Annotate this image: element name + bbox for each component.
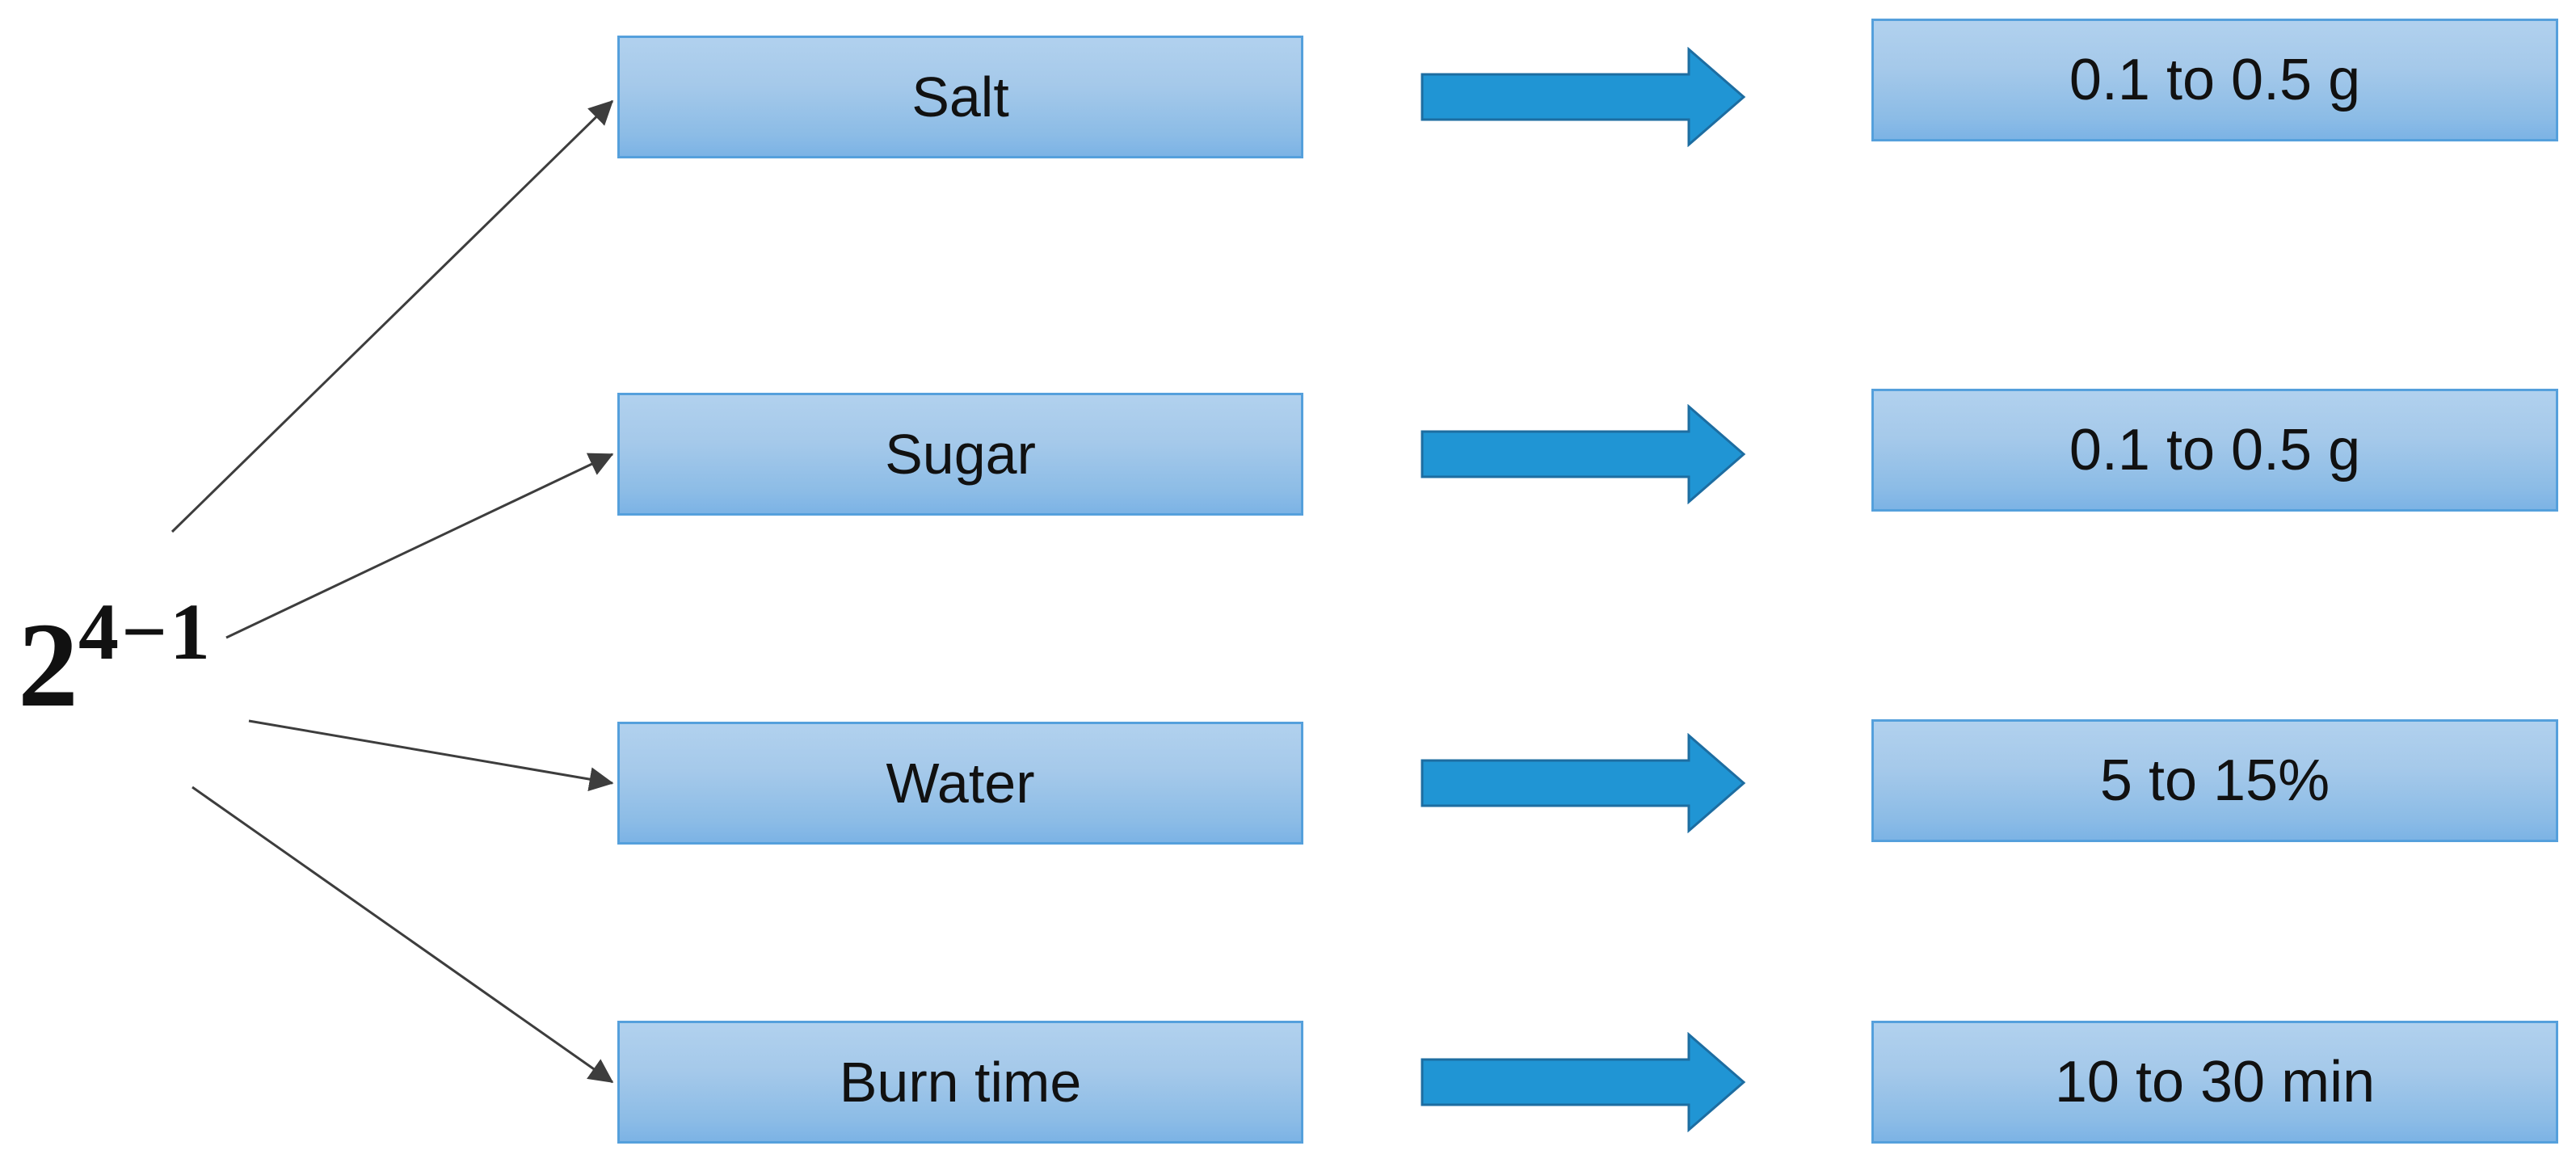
range-box-burn-time: 10 to 30 min <box>1871 1021 2558 1144</box>
design-size-exponent: 4−1 <box>78 587 213 676</box>
factor-box-salt: Salt <box>617 36 1303 158</box>
connector-line-sugar <box>225 453 614 639</box>
factor-label: Salt <box>911 65 1009 128</box>
design-size-base: 2 <box>18 598 78 732</box>
right-arrow-icon <box>1421 1032 1746 1132</box>
right-arrow-icon <box>1421 733 1746 833</box>
range-label: 0.1 to 0.5 g <box>2069 418 2361 482</box>
range-box-water: 5 to 15% <box>1871 719 2558 842</box>
factor-label: Sugar <box>885 423 1036 486</box>
range-label: 0.1 to 0.5 g <box>2069 48 2361 112</box>
connector-line-water <box>248 719 614 791</box>
range-label: 10 to 30 min <box>2054 1050 2376 1114</box>
range-label: 5 to 15% <box>2099 748 2330 813</box>
factor-label: Burn time <box>839 1051 1082 1114</box>
factor-box-sugar: Sugar <box>617 393 1303 516</box>
range-box-sugar: 0.1 to 0.5 g <box>1871 389 2558 512</box>
factor-label: Water <box>886 752 1035 815</box>
connector-line-salt <box>170 99 614 533</box>
factor-box-water: Water <box>617 722 1303 845</box>
factor-box-burn-time: Burn time <box>617 1021 1303 1144</box>
design-size-label: 24−1 <box>18 592 213 727</box>
right-arrow-icon <box>1421 47 1746 147</box>
right-arrow-icon <box>1421 404 1746 504</box>
range-box-salt: 0.1 to 0.5 g <box>1871 19 2558 141</box>
connector-line-burn-time <box>192 786 614 1084</box>
